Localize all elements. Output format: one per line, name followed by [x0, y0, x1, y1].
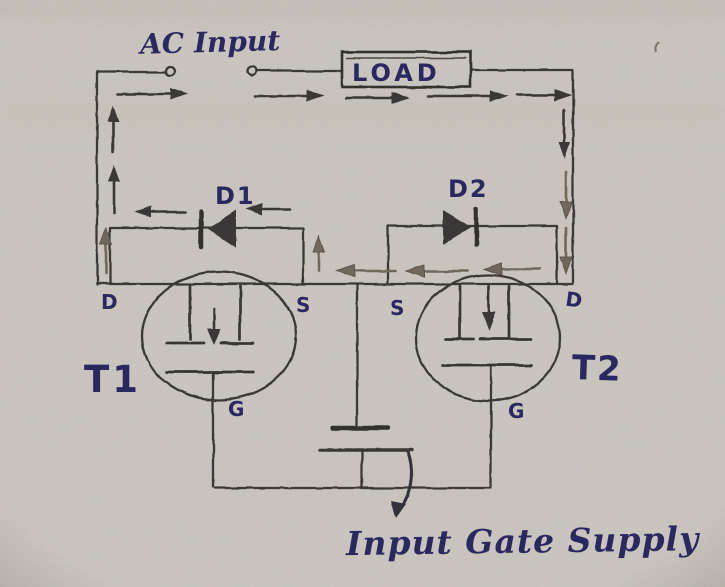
t2-label: T2 — [571, 348, 623, 390]
t1-arrow-head — [207, 329, 221, 345]
flow-arrow-head — [134, 206, 152, 218]
t1-label: T1 — [84, 358, 141, 401]
pointer-arrow-head — [391, 501, 406, 518]
flow-arrow-head — [559, 201, 573, 221]
pencil-drawing — [95, 50, 575, 518]
gate-supply-pointer-arrow — [391, 450, 413, 518]
transistor-t2 — [414, 273, 562, 403]
flow-arrow-head — [312, 234, 326, 253]
ac-input-label: AC Input — [137, 24, 281, 61]
load-box — [340, 50, 472, 89]
flow-arrow-head — [107, 105, 119, 122]
flow-arrow-head — [404, 264, 425, 278]
ac-input-terminals — [164, 65, 258, 77]
ac-terminal-left — [164, 65, 176, 77]
current-arrows-source-rail — [312, 234, 542, 278]
d2-triangle — [443, 210, 471, 244]
d1-triangle — [207, 210, 236, 248]
wire-d2-branch — [386, 224, 559, 286]
t2-arrow-head — [482, 312, 496, 331]
flow-arrow-head — [554, 89, 572, 101]
flow-arrow-head — [490, 90, 508, 102]
t2-drain-label: D — [564, 287, 584, 313]
flow-arrow-head — [558, 142, 570, 159]
handwritten-labels: AC Input LOAD D1 D2 T1 T2 D S S D G G In… — [84, 24, 701, 563]
t2-circle — [414, 273, 562, 403]
flow-arrow-head — [559, 256, 573, 276]
pointer-arrow-shaft — [402, 450, 413, 505]
input-gate-supply-label: Input Gate Supply — [345, 519, 702, 563]
t2-source-label: S — [390, 296, 404, 320]
diode-d2 — [443, 206, 479, 248]
flow-arrow-head — [170, 88, 188, 100]
t1-gate-label: G — [228, 397, 244, 421]
flow-arrow-head — [482, 262, 503, 276]
current-arrows-d1 — [134, 203, 292, 218]
t1-circle — [140, 270, 298, 402]
flow-arrow-head — [306, 90, 324, 102]
t1-source-label: S — [296, 293, 310, 317]
flow-arrow-head — [99, 226, 113, 245]
d1-label: D1 — [215, 182, 256, 210]
t2-gate-label: G — [508, 399, 524, 423]
flow-arrow-head — [334, 264, 355, 278]
t1-drain-label: D — [101, 290, 118, 314]
flow-arrow-head — [108, 165, 120, 182]
d2-label: D2 — [448, 175, 489, 203]
current-arrows-top — [116, 88, 572, 104]
paper-mark — [654, 41, 660, 53]
load-label: LOAD — [352, 59, 441, 87]
battery-symbol — [318, 425, 414, 452]
current-arrows-left — [99, 105, 120, 276]
load-rect — [340, 50, 472, 89]
flow-arrow-head — [392, 92, 410, 104]
wire-d1-branch — [108, 226, 305, 286]
ac-terminal-right — [246, 65, 258, 77]
wires — [95, 68, 575, 490]
flow-arrow-head — [245, 203, 262, 215]
transistor-t1 — [140, 270, 298, 402]
diode-d1 — [198, 208, 236, 250]
current-arrows-right — [558, 108, 573, 276]
